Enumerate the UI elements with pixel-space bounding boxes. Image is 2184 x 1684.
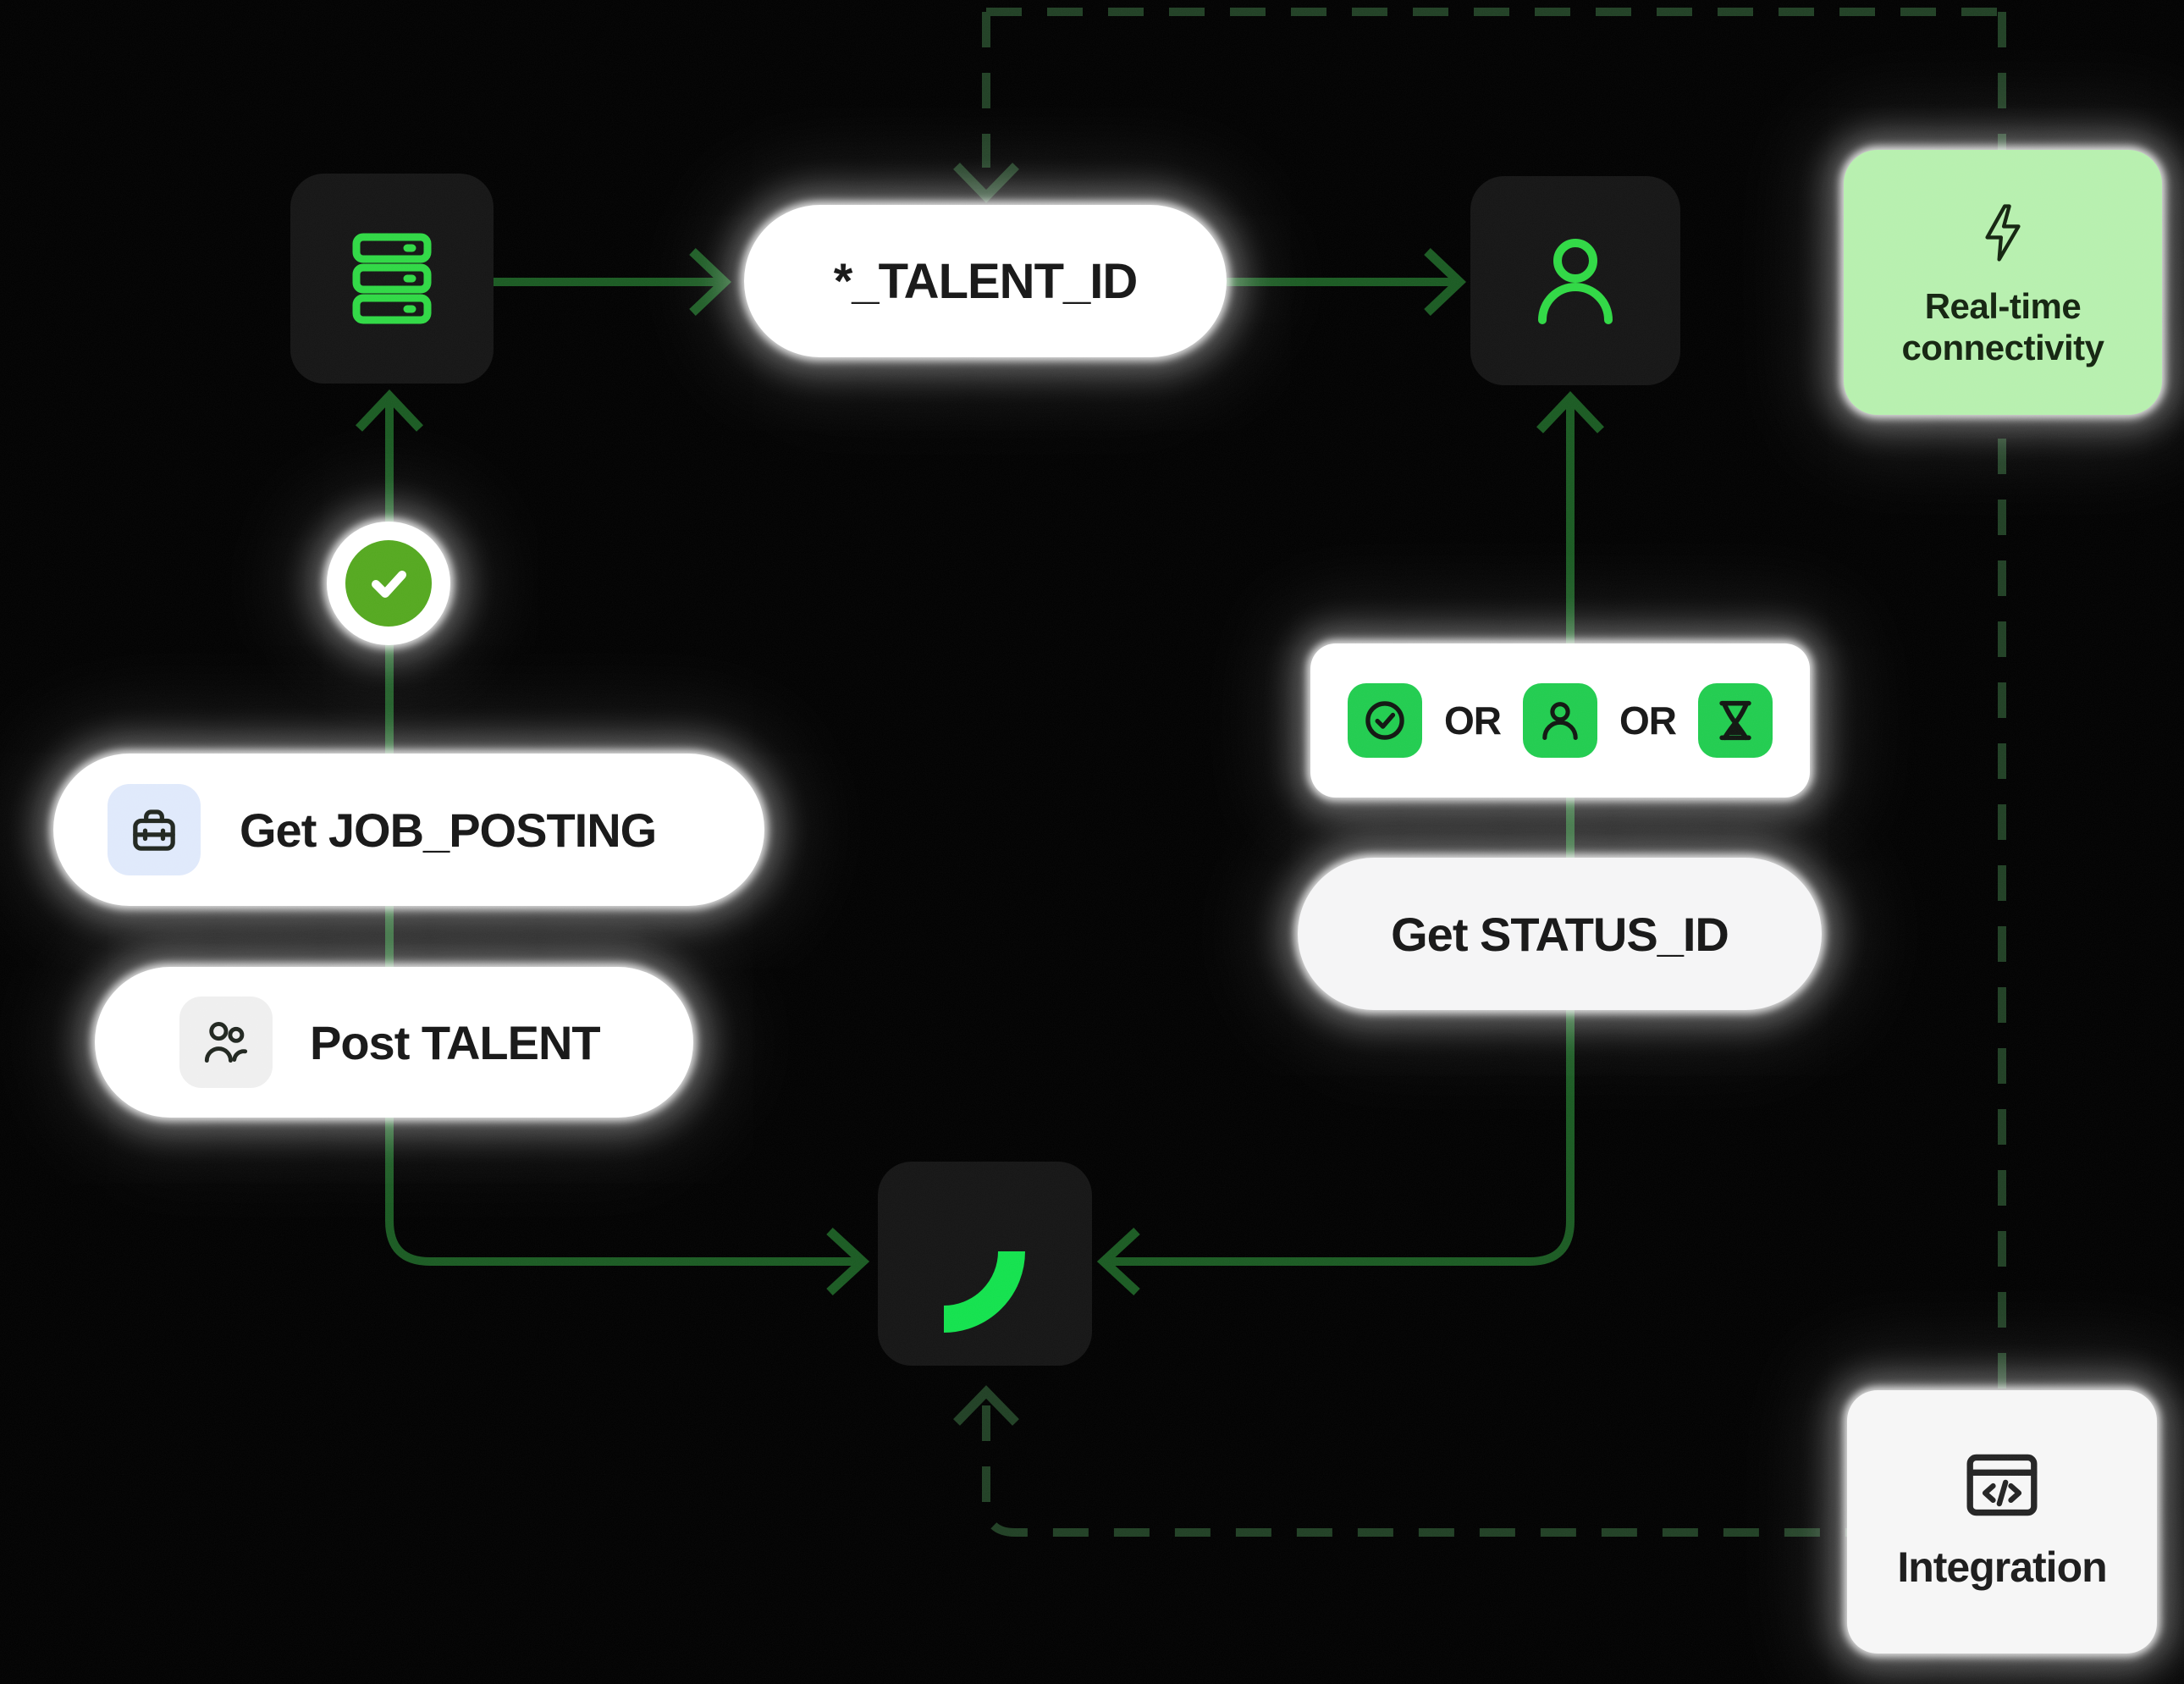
get-status-id-pill: Get STATUS_ID xyxy=(1298,858,1822,1010)
get-job-posting-label: Get JOB_POSTING xyxy=(240,803,657,857)
line-right-spine xyxy=(1109,400,1575,1266)
server-node xyxy=(290,174,494,384)
integration-card: Integration xyxy=(1847,1390,2157,1654)
or-separator: OR xyxy=(1444,698,1502,743)
arrowhead-down-icon xyxy=(953,163,1019,203)
code-window-icon xyxy=(1966,1453,2038,1517)
circle-check-icon xyxy=(1348,683,1422,758)
get-job-posting-pill: Get JOB_POSTING xyxy=(53,754,764,906)
talent-id-label: *_TALENT_ID xyxy=(833,253,1139,309)
post-talent-pill: Post TALENT xyxy=(95,967,693,1118)
or-separator: OR xyxy=(1619,698,1677,743)
talent-id-pill: *_TALENT_ID xyxy=(744,205,1227,357)
person-icon xyxy=(1535,236,1616,326)
get-status-id-label: Get STATUS_ID xyxy=(1391,907,1729,961)
hourglass-icon xyxy=(1698,683,1773,758)
people-icon xyxy=(179,997,273,1088)
user-node xyxy=(1470,176,1680,385)
or-options-box: OR OR xyxy=(1310,643,1810,798)
briefcase-icon xyxy=(108,784,201,875)
integration-label: Integration xyxy=(1897,1543,2107,1591)
server-rack-icon xyxy=(350,232,434,325)
dashed-integration-to-loader xyxy=(982,1405,1847,1537)
realtime-label-line1: Real-time xyxy=(1924,285,2082,326)
check-badge xyxy=(327,522,450,645)
loader-node xyxy=(878,1162,1092,1366)
progress-arc-icon xyxy=(878,1162,1092,1366)
person-icon xyxy=(1523,683,1597,758)
lightning-icon xyxy=(1981,203,2025,262)
check-icon xyxy=(361,556,416,610)
post-talent-label: Post TALENT xyxy=(310,1015,601,1069)
realtime-connectivity-card: Real-time connectivity xyxy=(1844,150,2162,415)
realtime-label-line2: connectivity xyxy=(1901,327,2104,367)
